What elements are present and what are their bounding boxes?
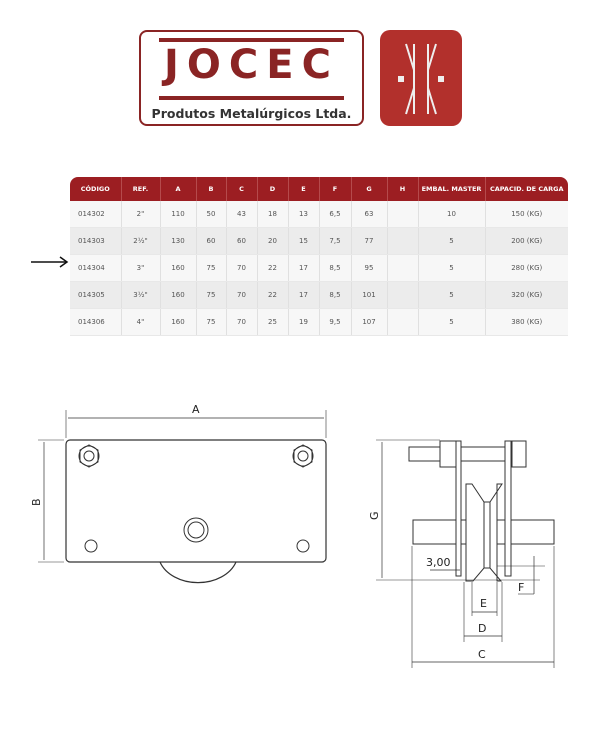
table-cell: 70 — [226, 254, 258, 282]
side-view — [376, 439, 555, 668]
table-cell: 77 — [351, 227, 388, 255]
table-cell: 3" — [121, 254, 161, 282]
table-cell: 3½" — [121, 281, 161, 309]
table-cell: 014303 — [70, 227, 122, 255]
table-cell: 4" — [121, 308, 161, 336]
table-cell: 13 — [288, 201, 320, 228]
column-header: C — [226, 177, 258, 201]
table-cell: 60 — [226, 227, 258, 255]
brand-name: JOCEC — [164, 42, 339, 88]
column-header: B — [196, 177, 227, 201]
dim-label-gap: 3,00 — [426, 556, 451, 569]
table-cell — [387, 201, 419, 228]
column-header: E — [288, 177, 320, 201]
table-cell: 10 — [418, 201, 486, 228]
column-header: G — [351, 177, 388, 201]
table-cell: 63 — [351, 201, 388, 228]
table-cell: 160 — [160, 281, 197, 309]
column-header: CAPACID. DE CARGA — [485, 177, 568, 201]
table-cell: 160 — [160, 308, 197, 336]
table-cell: 5 — [418, 281, 486, 309]
table-cell: 70 — [226, 308, 258, 336]
column-header: F — [319, 177, 352, 201]
table-cell: 200 (KG) — [485, 227, 568, 255]
brand-tagline: Produtos Metalúrgicos Ltda. — [151, 106, 352, 121]
table-cell: 19 — [288, 308, 320, 336]
table-cell — [387, 227, 419, 255]
table-cell: 014305 — [70, 281, 122, 309]
table-cell: 5 — [418, 227, 486, 255]
table-cell: 75 — [196, 254, 227, 282]
table-cell: 101 — [351, 281, 388, 309]
table-cell: 014306 — [70, 308, 122, 336]
dim-label-b: B — [30, 498, 43, 506]
table-cell: 2" — [121, 201, 161, 228]
column-header: A — [160, 177, 197, 201]
table-cell: 60 — [196, 227, 227, 255]
column-header: CÓDIGO — [70, 177, 122, 201]
column-header: H — [387, 177, 419, 201]
table-cell: 280 (KG) — [485, 254, 568, 282]
table-cell: 43 — [226, 201, 258, 228]
table-cell: 22 — [257, 254, 289, 282]
dim-label-d: D — [478, 622, 486, 635]
table-cell: 014302 — [70, 201, 122, 228]
dim-label-c: C — [478, 648, 486, 661]
table-cell: 75 — [196, 281, 227, 309]
table-cell: 95 — [351, 254, 388, 282]
column-header: D — [257, 177, 289, 201]
table-cell: 25 — [257, 308, 289, 336]
table-cell — [387, 308, 419, 336]
table-cell: 18 — [257, 201, 289, 228]
table-cell — [387, 254, 419, 282]
table-cell: 160 — [160, 254, 197, 282]
dim-label-f: F — [518, 581, 524, 594]
table-cell: 110 — [160, 201, 197, 228]
table-cell: 5 — [418, 254, 486, 282]
table-cell: 5 — [418, 308, 486, 336]
table-cell: 8,5 — [319, 254, 352, 282]
brand-logo: JOCEC Produtos Metalúrgicos Ltda. — [139, 30, 364, 126]
table-cell: 9,5 — [319, 308, 352, 336]
dim-label-g: G — [368, 511, 381, 520]
table-cell: 17 — [288, 254, 320, 282]
table-cell: 8,5 — [319, 281, 352, 309]
table-cell: 320 (KG) — [485, 281, 568, 309]
table-cell: 014304 — [70, 254, 122, 282]
table-cell: 150 (KG) — [485, 201, 568, 228]
column-header: REF. — [121, 177, 161, 201]
table-cell: 75 — [196, 308, 227, 336]
column-header: EMBAL. MASTER — [418, 177, 486, 201]
table-cell: 22 — [257, 281, 289, 309]
front-view — [38, 410, 327, 584]
table-cell: 107 — [351, 308, 388, 336]
pulley-emblem-icon — [380, 30, 462, 126]
technical-drawing: A B G 3,00 E D F C — [30, 403, 555, 668]
table-cell: 50 — [196, 201, 227, 228]
row-indicator-arrow-icon — [30, 254, 70, 274]
table-cell: 20 — [257, 227, 289, 255]
table-cell: 15 — [288, 227, 320, 255]
table-cell: 6,5 — [319, 201, 352, 228]
table-cell: 7,5 — [319, 227, 352, 255]
dim-label-a: A — [192, 403, 200, 416]
table-cell: 2½" — [121, 227, 161, 255]
table-cell: 17 — [288, 281, 320, 309]
dim-label-e: E — [480, 597, 487, 610]
table-cell: 380 (KG) — [485, 308, 568, 336]
table-cell: 130 — [160, 227, 197, 255]
table-cell: 70 — [226, 281, 258, 309]
table-cell — [387, 281, 419, 309]
